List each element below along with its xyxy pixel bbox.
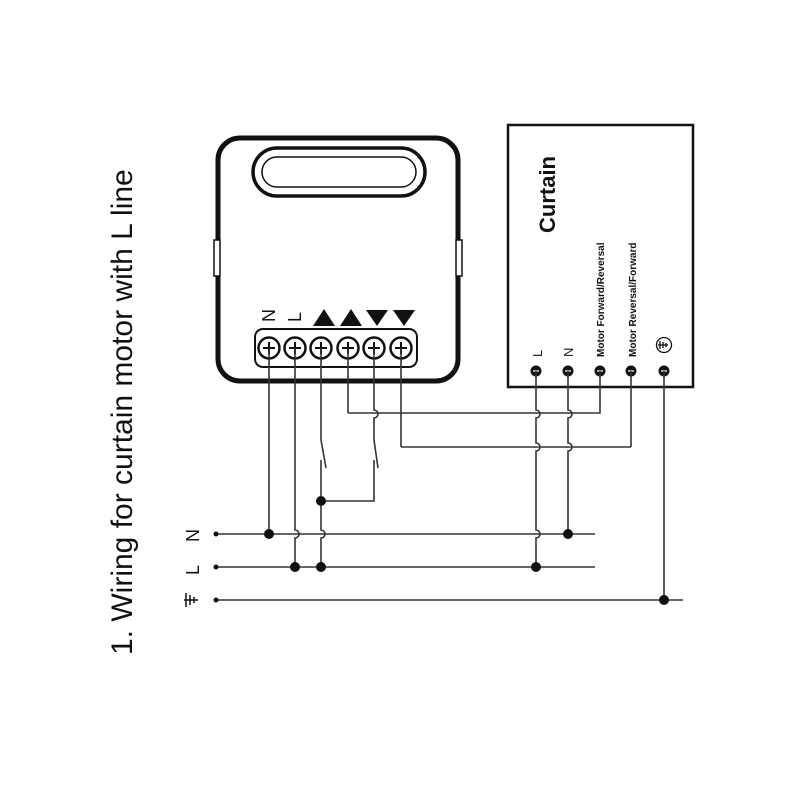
curtain-label-reversal-forward: Motor Reversal/Forward xyxy=(628,243,639,357)
switch-2-lever xyxy=(373,439,379,469)
junction-dot xyxy=(316,562,326,572)
up-arrow-icon xyxy=(340,309,362,326)
bus-end-dot xyxy=(213,597,219,603)
curtain-box: Curtain L N Motor Forward/Reversal Motor… xyxy=(506,123,695,389)
junction-dot xyxy=(264,529,274,539)
mains-label-n: N xyxy=(183,529,203,542)
wires xyxy=(213,348,683,605)
bus-end-dot xyxy=(213,564,219,570)
junction-dot xyxy=(316,496,326,506)
mains-label-l: L xyxy=(183,565,203,575)
module-label-l: L xyxy=(285,312,305,322)
module-top-slot xyxy=(251,146,427,198)
mains-labels: N L xyxy=(183,529,203,607)
curtain-label-forward-reversal: Motor Forward/Reversal xyxy=(596,242,607,357)
switch-1-lever xyxy=(320,439,327,469)
bus-end-dot xyxy=(213,531,219,537)
curtain-title: Curtain xyxy=(535,156,560,233)
module-terminal-block xyxy=(254,328,418,368)
junction-dots xyxy=(213,496,669,605)
junction-dot xyxy=(659,595,669,605)
junction-dot xyxy=(290,562,300,572)
curtain-label-l: L xyxy=(530,350,545,357)
ground-icon xyxy=(655,336,673,354)
curtain-label-n: N xyxy=(561,348,576,357)
junction-dot xyxy=(563,529,573,539)
diagram-title: 1. Wiring for curtain motor with L line xyxy=(106,169,139,655)
module-label-n: N xyxy=(259,309,279,322)
down-arrow-icon xyxy=(366,310,388,326)
down-arrow-icon xyxy=(393,310,415,326)
junction-dot xyxy=(531,562,541,572)
ground-icon xyxy=(184,593,198,607)
up-arrow-icon xyxy=(313,309,335,326)
switch-module: N L xyxy=(213,135,463,384)
